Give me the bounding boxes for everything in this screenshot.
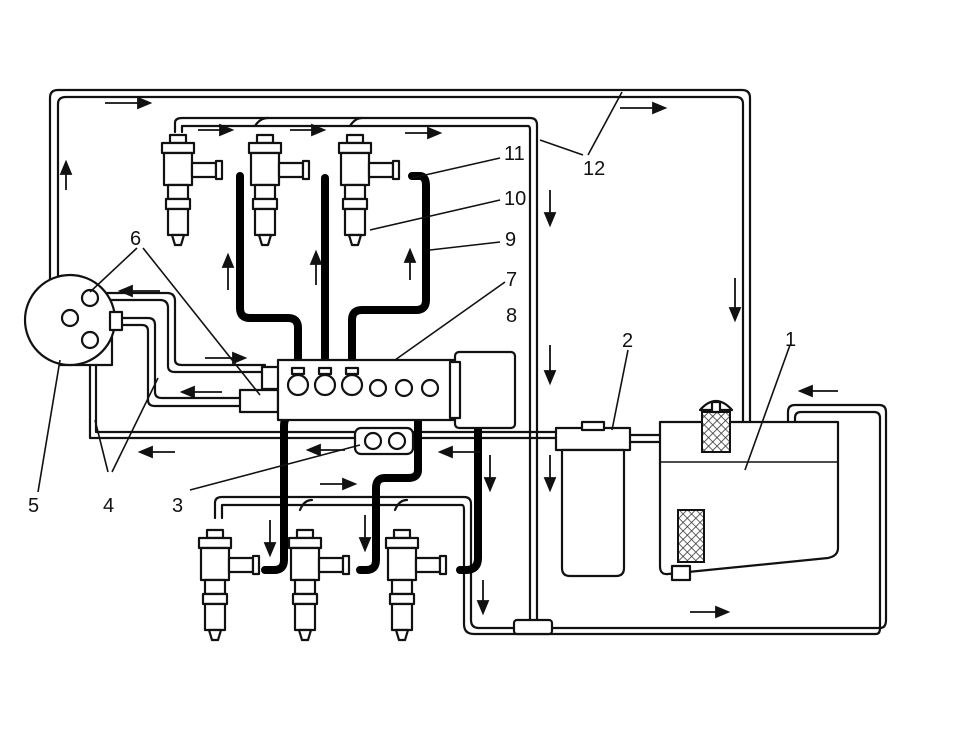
label-2: 2 bbox=[622, 330, 633, 352]
injector-lower-2 bbox=[287, 528, 351, 642]
leader-lines bbox=[37, 91, 791, 493]
flow-arrows bbox=[59, 96, 838, 619]
label-9: 9 bbox=[505, 229, 516, 251]
upper-injectors bbox=[160, 133, 401, 247]
label-8: 8 bbox=[506, 305, 517, 327]
labels: 1 2 3 4 5 6 7 8 9 10 11 12 bbox=[28, 143, 796, 517]
injector-lower-1 bbox=[197, 528, 261, 642]
label-11: 11 bbox=[504, 143, 525, 165]
label-5: 5 bbox=[28, 495, 39, 517]
label-12: 12 bbox=[583, 158, 605, 180]
injector-lower-3 bbox=[384, 528, 448, 642]
control-valve bbox=[353, 426, 415, 456]
injector-upper-2 bbox=[247, 133, 311, 247]
label-3: 3 bbox=[172, 495, 183, 517]
label-6: 6 bbox=[130, 228, 141, 250]
injector-upper-3 bbox=[337, 133, 401, 247]
return-fitting bbox=[512, 618, 554, 636]
injector-upper-1 bbox=[160, 133, 224, 247]
label-7: 7 bbox=[506, 269, 517, 291]
motor bbox=[448, 350, 517, 430]
fuel-pump bbox=[23, 273, 124, 367]
label-1: 1 bbox=[785, 329, 796, 351]
label-4: 4 bbox=[103, 495, 114, 517]
fuel-filter bbox=[554, 420, 632, 578]
lower-injectors bbox=[197, 528, 448, 642]
fuel-tank bbox=[658, 399, 840, 582]
label-10: 10 bbox=[504, 188, 526, 210]
distributor-block bbox=[238, 358, 457, 422]
